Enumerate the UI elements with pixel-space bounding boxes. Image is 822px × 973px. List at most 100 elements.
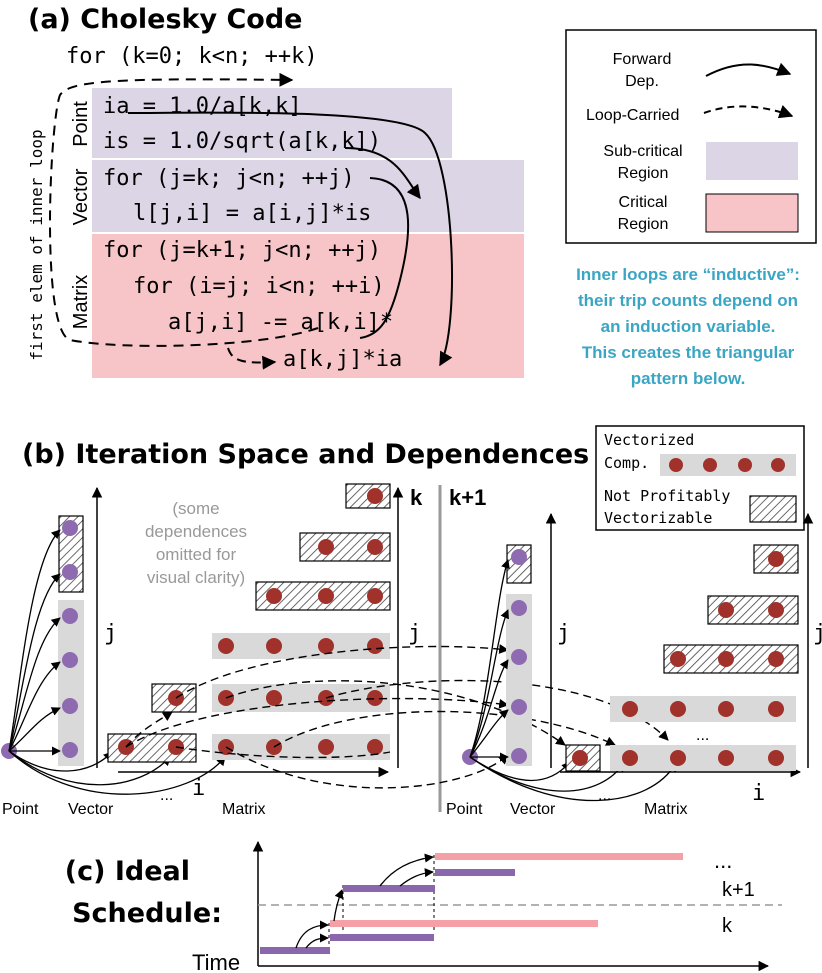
loop-carried-arrow <box>175 644 509 699</box>
point-dep-arrow <box>469 756 625 792</box>
schedule-dep-arrow <box>333 889 344 922</box>
legend-forward-dep-line1: Forward <box>613 51 672 68</box>
legend-vectorized-line2: Comp. <box>604 454 649 472</box>
axis-j-label: j <box>104 621 117 646</box>
matrix-vectorized-block <box>212 633 390 659</box>
legend-critical-swatch <box>705 193 799 233</box>
matrix-dot <box>367 539 383 555</box>
loop-carried-arrow <box>125 697 509 748</box>
matrix-dot <box>768 750 784 766</box>
matrix-dot <box>718 701 734 717</box>
code-for-k: for (k=0; k<n; ++k) <box>66 44 318 69</box>
legend-dot <box>669 458 683 472</box>
iteration-space-k: j j i <box>1 483 669 818</box>
matrix-dot <box>266 638 282 654</box>
inductive-note-line: This creates the triangular <box>582 343 795 362</box>
code-line: a[j,i] -= a[k,i]* <box>168 310 393 335</box>
matrix-vectorized-block <box>610 745 796 771</box>
loop-carried-arrow <box>225 746 509 789</box>
matrix-dot <box>218 638 234 654</box>
matrix-dot <box>367 638 383 654</box>
matrix-dot <box>768 651 784 667</box>
schedule-vector-k1 <box>435 869 515 876</box>
label-ellipsis: ... <box>160 787 173 804</box>
point-dep-arrow <box>8 617 61 752</box>
vector-dot <box>511 600 527 616</box>
legend-hatched-swatch <box>749 495 797 523</box>
label-ellipsis: ... <box>696 727 709 744</box>
section-c-title-line2: Schedule: <box>72 898 222 929</box>
omitted-note-line: (some <box>172 499 219 518</box>
loop-carried-inner-arrow <box>227 347 277 370</box>
point-dep-arrow <box>8 573 61 752</box>
matrix-dot <box>367 588 383 604</box>
matrix-dot <box>266 690 282 706</box>
vector-dot <box>62 742 78 758</box>
label-vector: Vector <box>510 801 556 818</box>
matrix-dot <box>572 750 588 766</box>
matrix-dot <box>768 602 784 618</box>
inductive-note-line: Inner loops are “inductive”: <box>576 265 800 284</box>
schedule-dep-arrow <box>399 868 434 887</box>
schedule-matrix-k <box>330 920 598 927</box>
axis-i-label: i <box>752 781 765 806</box>
matrix-dot <box>266 588 282 604</box>
inductive-note-line: an induction variable. <box>601 317 776 336</box>
iteration-space-k1: j j i <box>446 512 822 818</box>
vector-dot <box>511 699 527 715</box>
matrix-dot <box>622 750 638 766</box>
vector-dot <box>62 520 78 536</box>
point-subcritical-region <box>92 88 452 158</box>
schedule-dep-arrow <box>379 853 434 887</box>
schedule-point-k1 <box>343 885 435 892</box>
schedule-k-label: k <box>722 915 733 937</box>
code-line: for (j=k+1; j<n; ++j) <box>103 238 381 263</box>
omitted-note-line: omitted for <box>156 545 237 564</box>
inductive-note-line: their trip counts depend on <box>578 291 798 310</box>
legend-subcritical-line2: Region <box>618 165 669 182</box>
omitted-note-line: visual clarity) <box>147 568 245 587</box>
legend-subcritical-line1: Sub-critical <box>603 143 682 160</box>
matrix-dot <box>718 651 734 667</box>
code-line: ia = 1.0/a[k,k] <box>103 94 302 119</box>
schedule-vector-k <box>330 934 434 941</box>
matrix-vectorized-block <box>212 684 390 712</box>
vector-dot <box>62 608 78 624</box>
matrix-dot <box>768 701 784 717</box>
label-vector: Vector <box>68 801 114 818</box>
legend-vectorized-bar <box>660 454 796 476</box>
loop-carried-arrow <box>125 711 173 748</box>
code-line: for (j=k; j<n; ++j) <box>103 166 355 191</box>
legend-dot <box>771 458 785 472</box>
legend-dot <box>738 458 752 472</box>
point-dep-arrow <box>469 659 509 758</box>
code-line: is = 1.0/sqrt(a[k,k]) <box>103 129 381 154</box>
vector-dot <box>62 698 78 714</box>
legend-forward-arrow <box>705 62 792 77</box>
vector-subcritical-region <box>92 160 524 232</box>
matrix-dot <box>318 739 334 755</box>
forward-dep-vector-arrow <box>359 177 410 339</box>
loop-carried-arrow <box>175 746 391 759</box>
label-matrix: Matrix <box>644 801 688 818</box>
schedule-matrix-k1 <box>435 853 683 860</box>
schedule-ellipsis: ... <box>714 848 732 873</box>
vector-vectorized-block <box>58 600 84 766</box>
section-c-title-line1: (c) Ideal <box>65 856 190 887</box>
vector-dot <box>62 564 78 580</box>
legend-subcritical-swatch <box>706 142 798 180</box>
matrix-dot <box>768 551 784 567</box>
loop-carried-arrow <box>273 710 616 748</box>
legend-vectorized-line1: Vectorized <box>604 431 694 449</box>
matrix-dot <box>367 739 383 755</box>
matrix-dot <box>670 651 686 667</box>
matrix-dot <box>670 701 686 717</box>
point-dep-arrow <box>469 559 510 758</box>
point-dep-arrow <box>469 756 677 802</box>
axis-j-label: j <box>813 621 822 646</box>
point-dep-arrow <box>8 707 61 752</box>
schedule-dep-arrow <box>305 933 329 949</box>
matrix-dot <box>718 750 734 766</box>
label-point: Point <box>446 801 483 818</box>
